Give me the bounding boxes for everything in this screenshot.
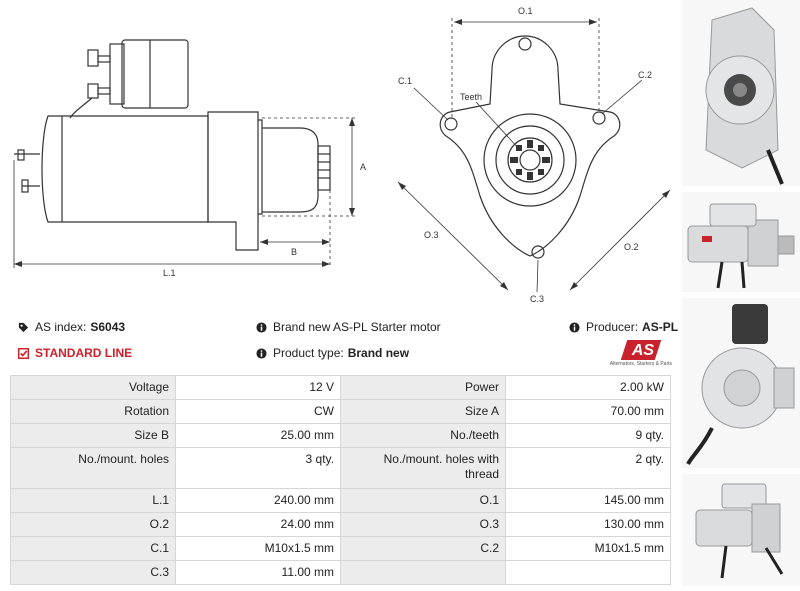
spec-value: 2 qty.	[505, 447, 671, 489]
spec-label: C.2	[340, 536, 506, 561]
spec-label: O.2	[10, 512, 176, 537]
spec-table: Voltage 12 V Power 2.00 kW Rotation CW S…	[10, 375, 671, 585]
dim-label-o3: O.3	[424, 230, 439, 240]
dim-label-c2: C.2	[638, 70, 652, 80]
dim-label-c1: C.1	[398, 76, 412, 86]
product-type-value: Brand new	[347, 346, 410, 360]
spec-label: No./mount. holes	[10, 447, 176, 489]
spec-value: 12 V	[175, 375, 341, 400]
spec-label: Size A	[340, 399, 506, 424]
standard-line-label: STANDARD LINE	[35, 346, 133, 360]
dim-label-a: A	[360, 162, 366, 172]
table-row: Voltage 12 V Power 2.00 kW	[10, 375, 671, 400]
spec-value: 11.00 mm	[175, 560, 341, 585]
dim-label-l1: L.1	[163, 268, 176, 278]
spec-label: Size B	[10, 423, 176, 448]
producer-value: AS-PL	[642, 320, 679, 334]
info-icon	[256, 347, 267, 359]
info-icon	[256, 321, 267, 333]
dim-label-c3: C.3	[530, 294, 544, 304]
as-index-label: AS index:	[35, 320, 87, 334]
spec-label: Power	[340, 375, 506, 400]
spec-label: Voltage	[10, 375, 176, 400]
spec-value	[505, 560, 671, 585]
spec-value: 145.00 mm	[505, 488, 671, 513]
spec-value: M10x1.5 mm	[175, 536, 341, 561]
dim-label-b: B	[291, 247, 297, 257]
product-photo-front[interactable]	[682, 0, 800, 186]
as-index-row: AS index: S6043	[18, 320, 125, 334]
dim-label-teeth: Teeth	[460, 92, 482, 102]
table-row: L.1 240.00 mm O.1 145.00 mm	[10, 488, 671, 513]
spec-label: O.1	[340, 488, 506, 513]
product-description: Brand new AS-PL Starter motor	[273, 320, 441, 334]
spec-value: 9 qty.	[505, 423, 671, 448]
spec-value: CW	[175, 399, 341, 424]
dim-label-o2: O.2	[624, 242, 639, 252]
product-photo-side[interactable]	[682, 192, 800, 292]
table-row: Rotation CW Size A 70.00 mm	[10, 399, 671, 424]
spec-label: No./teeth	[340, 423, 506, 448]
standard-line-row: STANDARD LINE	[18, 346, 132, 360]
table-row: Size B 25.00 mm No./teeth 9 qty.	[10, 423, 671, 448]
spec-label: L.1	[10, 488, 176, 513]
starter-front-view-drawing: O.1 O.2 O.3 C.1 C.2 C.3 Teeth	[397, 6, 671, 304]
starter-side-view-drawing: A B L.1	[13, 39, 366, 278]
product-photo-angle[interactable]	[682, 474, 800, 586]
spec-value: 25.00 mm	[175, 423, 341, 448]
dim-label-o1: O.1	[518, 6, 533, 16]
spec-value: M10x1.5 mm	[505, 536, 671, 561]
spec-label	[340, 560, 506, 585]
spec-label: C.3	[10, 560, 176, 585]
tag-icon	[18, 322, 29, 332]
producer-row: Producer: AS-PL	[569, 320, 678, 334]
spec-label: Rotation	[10, 399, 176, 424]
spec-label: O.3	[340, 512, 506, 537]
producer-label: Producer:	[586, 320, 639, 334]
table-row: O.2 24.00 mm O.3 130.00 mm	[10, 512, 671, 537]
table-row: C.3 11.00 mm	[10, 560, 671, 585]
spec-label: No./mount. holes with thread	[340, 447, 506, 489]
as-index-value: S6043	[90, 320, 126, 334]
table-row: C.1 M10x1.5 mm C.2 M10x1.5 mm	[10, 536, 671, 561]
spec-value: 3 qty.	[175, 447, 341, 489]
product-type-row: Product type: Brand new	[256, 346, 409, 360]
product-photo-rear[interactable]	[682, 298, 800, 468]
table-row: No./mount. holes 3 qty. No./mount. holes…	[10, 447, 671, 489]
description-row: Brand new AS-PL Starter motor	[256, 320, 441, 334]
spec-value: 240.00 mm	[175, 488, 341, 513]
logo-tagline: Alternators, Starters & Parts	[609, 361, 672, 367]
spec-value: 130.00 mm	[505, 512, 671, 537]
spec-value: 2.00 kW	[505, 375, 671, 400]
info-icon	[569, 321, 580, 333]
logo-text: AS	[631, 342, 655, 359]
checkbox-checked-icon	[18, 347, 29, 359]
as-pl-logo: AS Alternators, Starters & Parts	[596, 340, 672, 370]
spec-value: 70.00 mm	[505, 399, 671, 424]
spec-value: 24.00 mm	[175, 512, 341, 537]
product-type-label: Product type:	[273, 346, 344, 360]
spec-label: C.1	[10, 536, 176, 561]
